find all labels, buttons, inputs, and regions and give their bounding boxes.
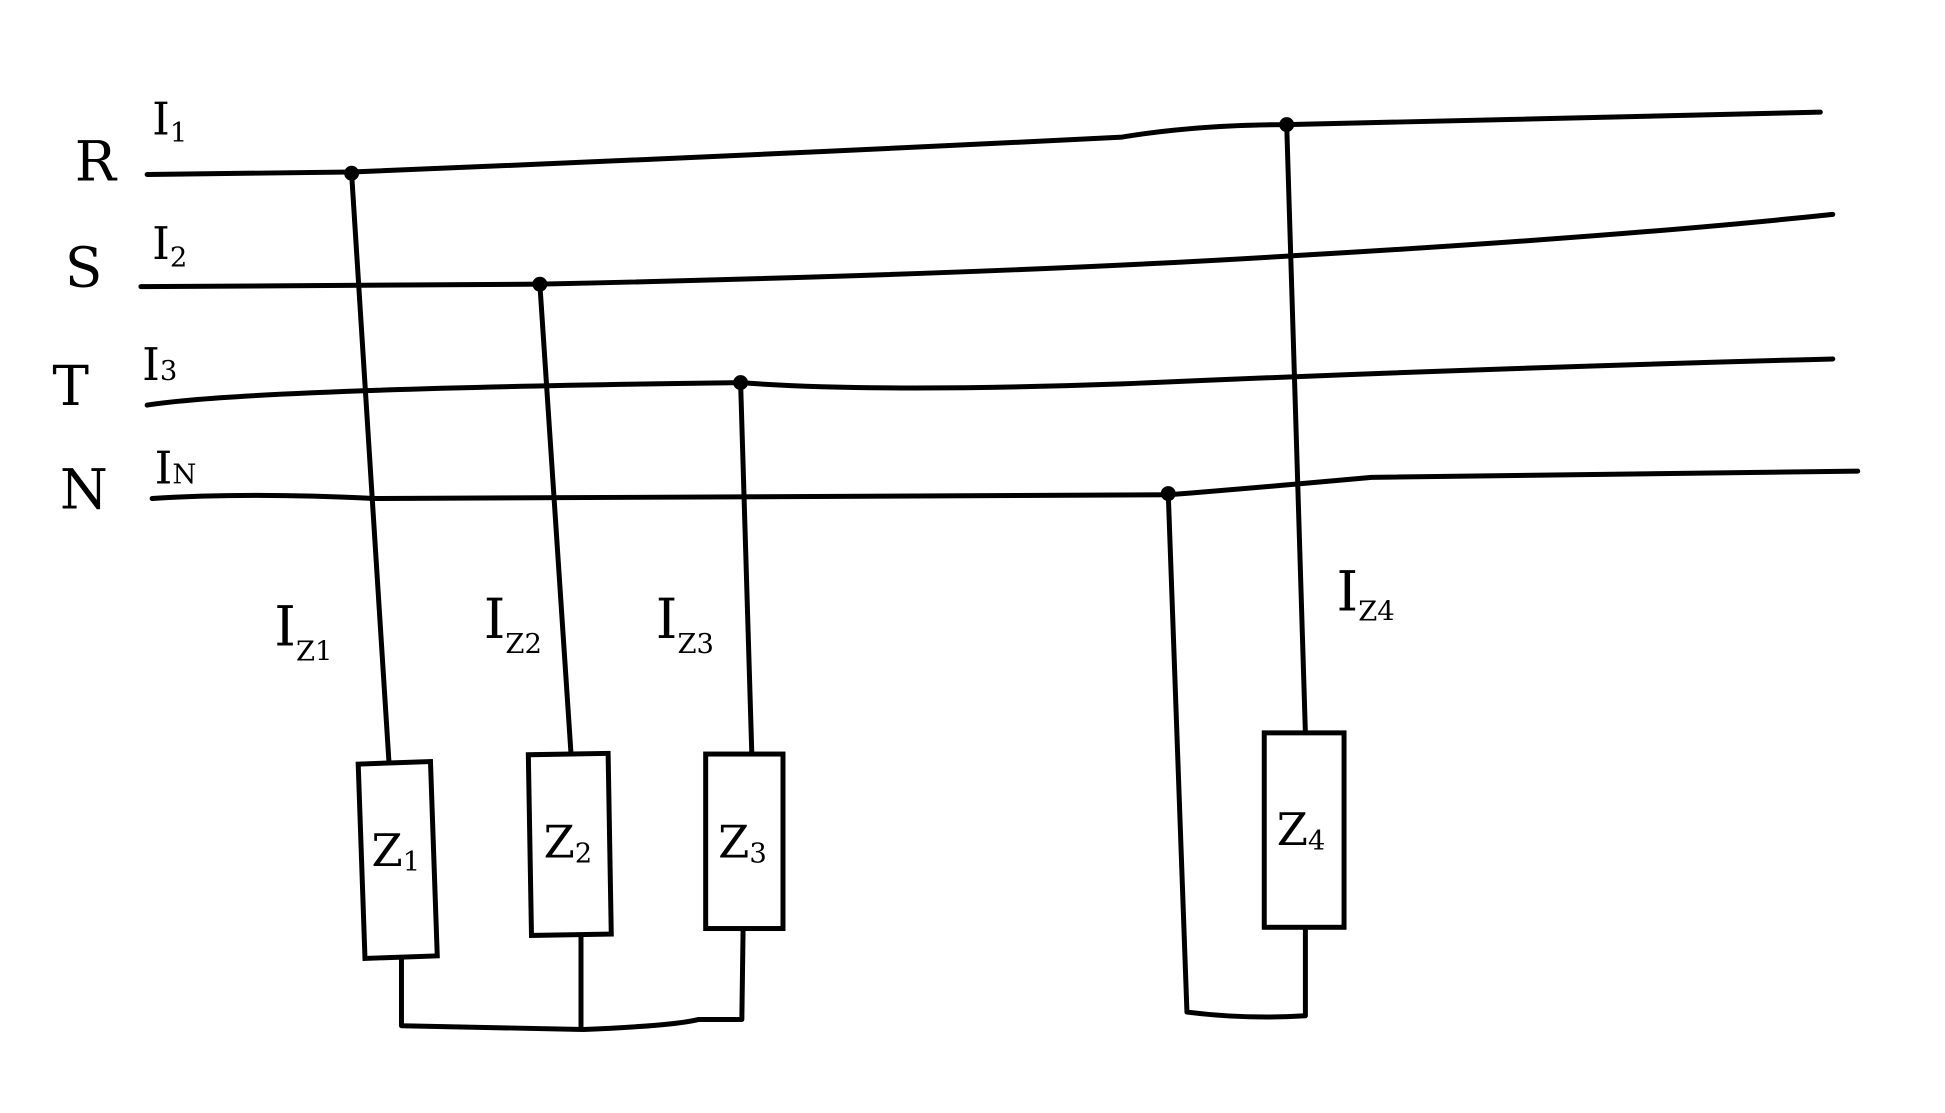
conductor-r	[144, 109, 1823, 177]
branch-z4	[1284, 122, 1308, 736]
impedance-z2	[525, 750, 614, 938]
impedance-label-z3: Z3	[718, 816, 767, 870]
star-point-wire	[398, 926, 746, 1032]
current-i1: I1	[152, 93, 187, 149]
branch-z3	[738, 380, 755, 757]
current-iz2: IZ2	[484, 587, 542, 660]
branch-z2	[537, 281, 574, 757]
neutral-return-z4	[1165, 491, 1308, 1020]
current-in: IN	[155, 442, 197, 495]
label-n: N	[60, 458, 108, 522]
conductor-t	[144, 356, 1836, 408]
conductor-s	[138, 211, 1836, 290]
branch-z1	[349, 170, 392, 766]
impedance-z3	[703, 751, 786, 932]
impedance-label-z1: Z1	[372, 824, 421, 878]
impedance-z4	[1261, 730, 1347, 930]
current-iz1: IZ1	[274, 595, 332, 668]
current-iz4: IZ4	[1337, 560, 1395, 628]
impedance-label-z2: Z2	[544, 816, 593, 870]
label-s: S	[65, 236, 103, 300]
label-r: R	[75, 130, 118, 194]
conductor-n	[149, 468, 1861, 502]
label-t: T	[52, 354, 89, 418]
impedance-label-z4: Z4	[1277, 803, 1326, 857]
impedance-z1	[355, 758, 440, 961]
current-i2: I2	[152, 217, 187, 273]
current-i3: I3	[142, 338, 177, 391]
current-iz3: IZ3	[656, 587, 714, 660]
